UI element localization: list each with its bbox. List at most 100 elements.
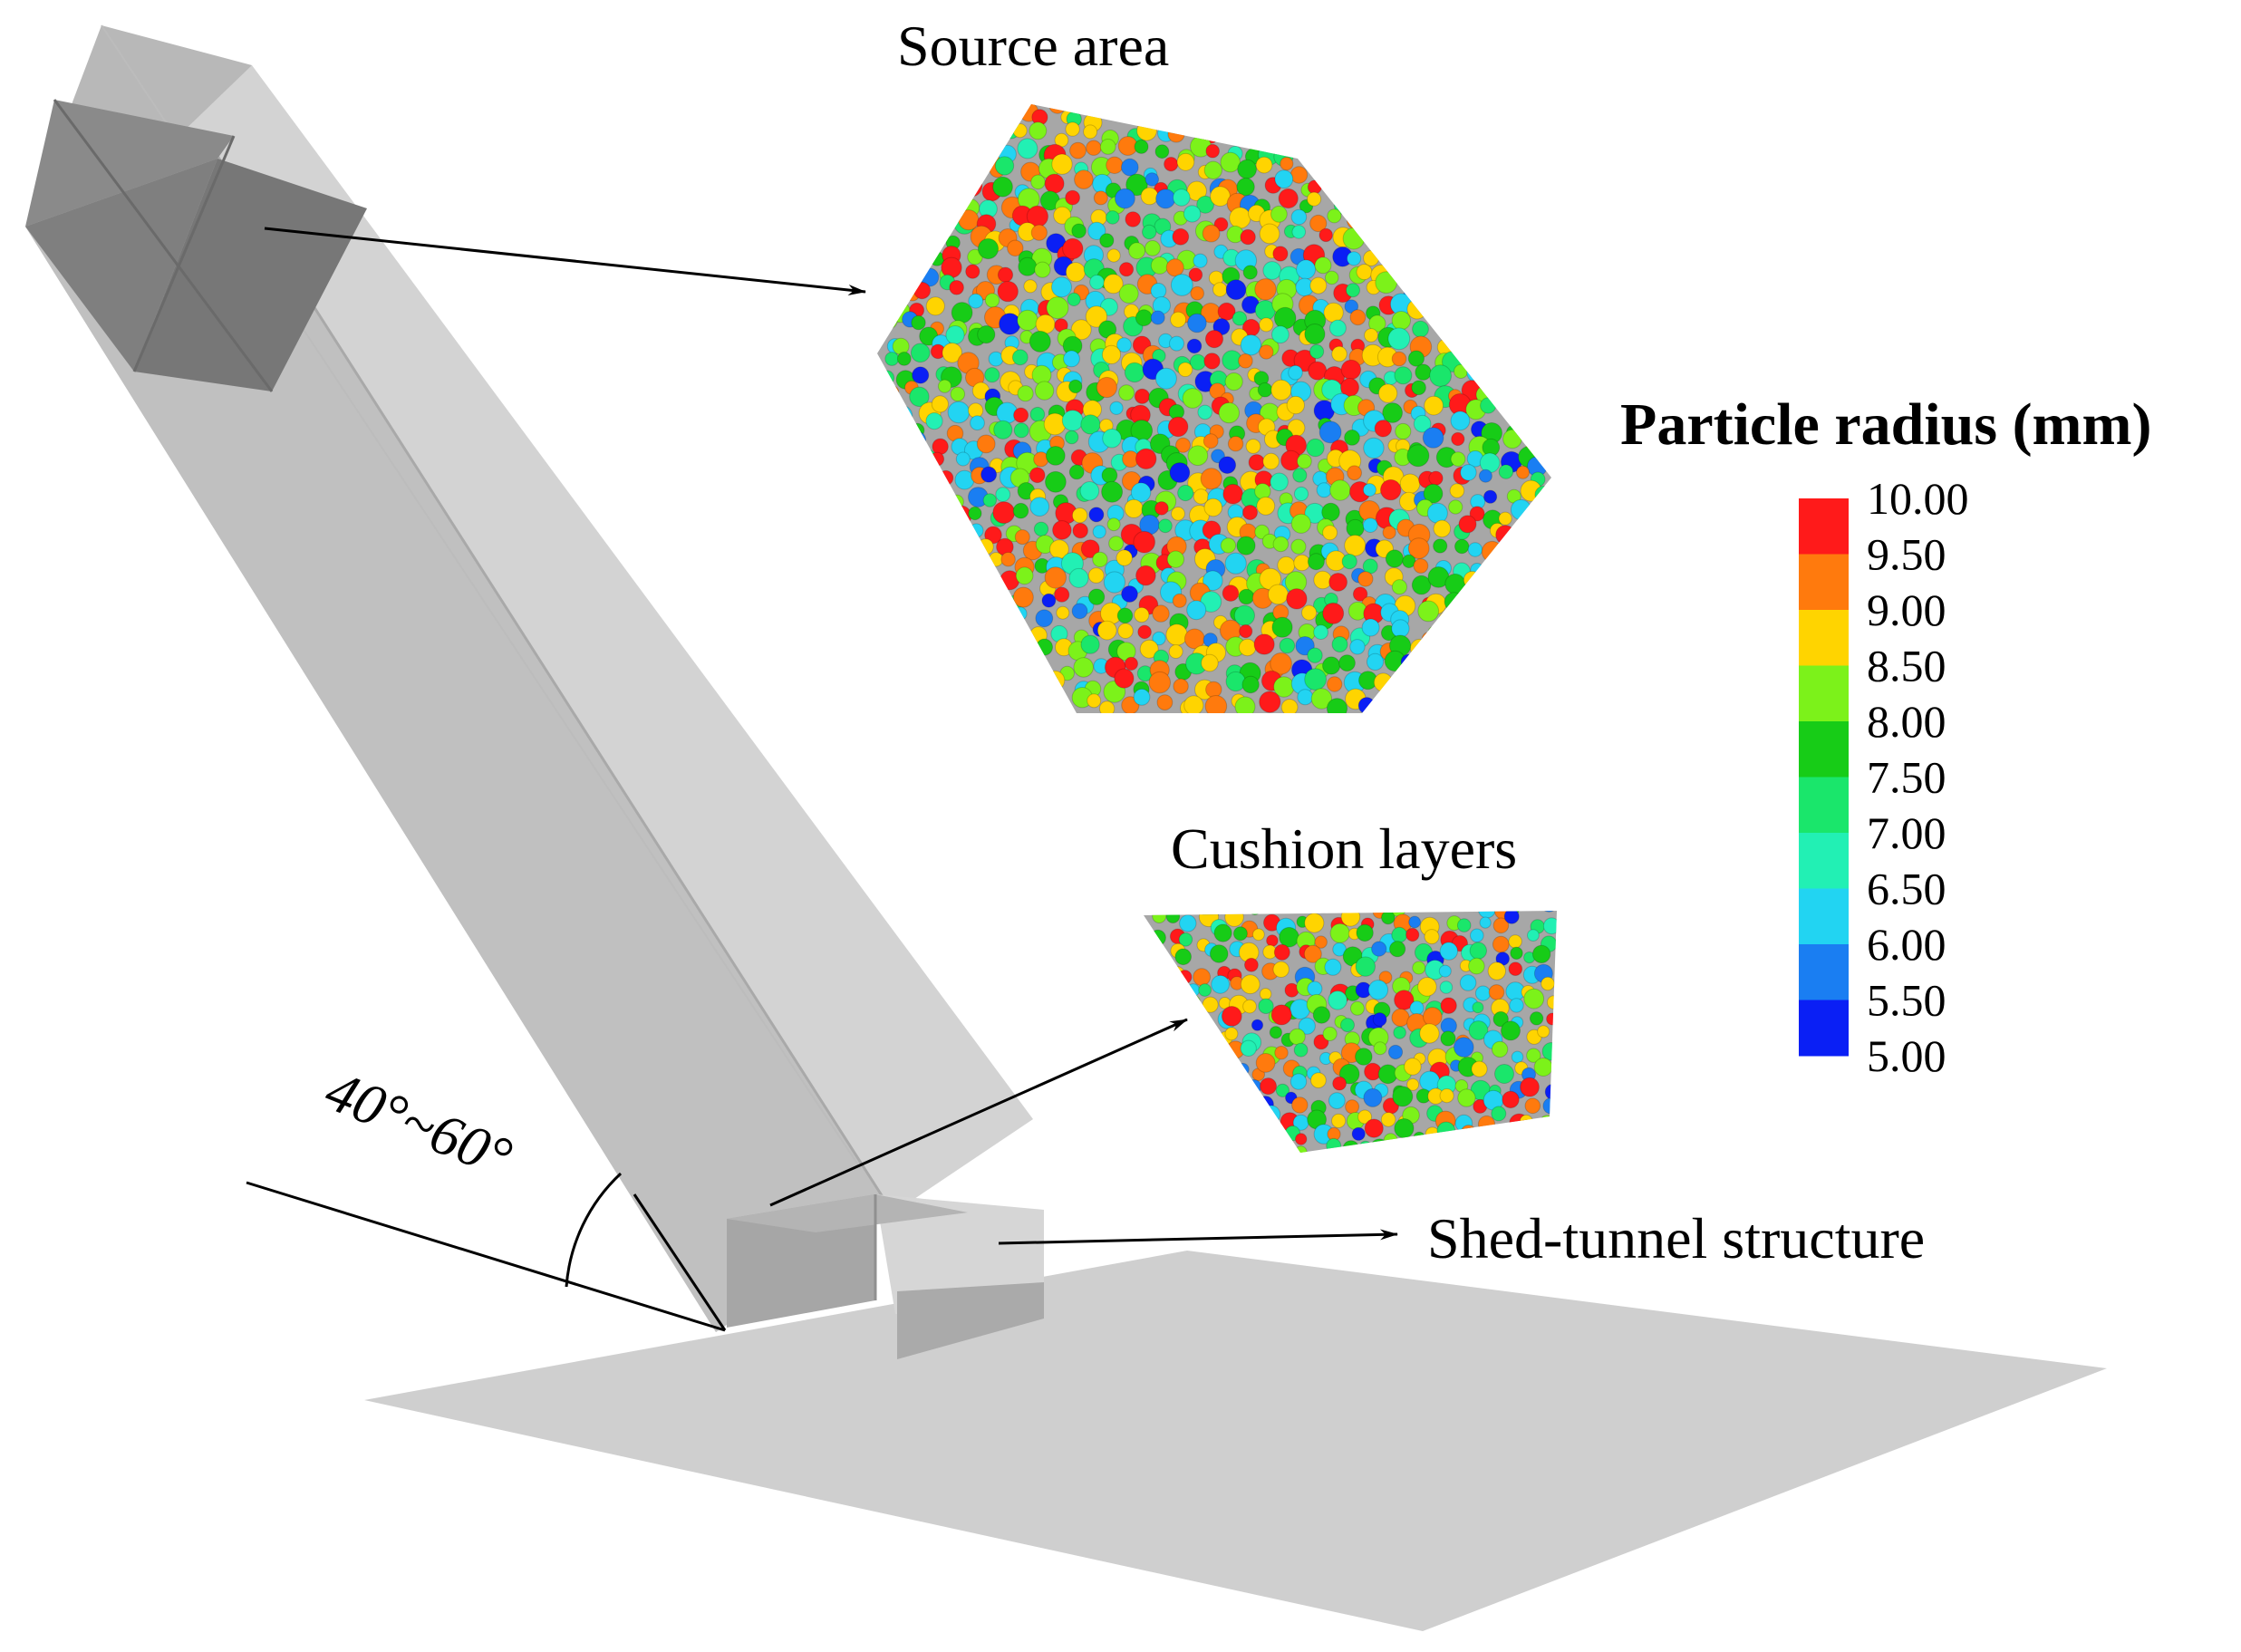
particle bbox=[1340, 1018, 1355, 1033]
particle bbox=[1478, 469, 1492, 483]
particle bbox=[1458, 515, 1477, 534]
particle bbox=[879, 418, 895, 435]
particle bbox=[1472, 106, 1488, 123]
source-area-label: Source area bbox=[897, 14, 1169, 78]
particle bbox=[1065, 189, 1080, 206]
particle bbox=[1391, 104, 1408, 106]
particle bbox=[986, 601, 1009, 623]
particle bbox=[1071, 603, 1088, 620]
particle bbox=[1227, 436, 1244, 452]
particle bbox=[1515, 662, 1530, 678]
particle bbox=[966, 545, 986, 564]
particle bbox=[877, 108, 880, 123]
particle bbox=[1417, 977, 1437, 997]
particle bbox=[1544, 1083, 1557, 1101]
particle bbox=[1202, 996, 1219, 1013]
particle bbox=[1273, 126, 1295, 148]
particle bbox=[1195, 1077, 1209, 1089]
particle bbox=[1052, 520, 1072, 540]
particle bbox=[1485, 603, 1508, 624]
particle bbox=[1156, 694, 1174, 710]
particle bbox=[955, 451, 971, 467]
particle bbox=[1134, 606, 1150, 623]
particle bbox=[884, 449, 903, 467]
particle bbox=[920, 163, 935, 179]
particle bbox=[1474, 1132, 1487, 1145]
particle bbox=[1286, 588, 1308, 610]
particle bbox=[877, 695, 893, 713]
particle bbox=[997, 631, 1016, 650]
particle bbox=[1477, 106, 1494, 123]
particle bbox=[1430, 285, 1450, 304]
particle bbox=[1521, 671, 1541, 690]
particle bbox=[1203, 353, 1221, 370]
particle bbox=[877, 629, 883, 643]
particle bbox=[1033, 665, 1049, 681]
particle bbox=[1489, 162, 1503, 178]
particle bbox=[1080, 634, 1100, 654]
particle bbox=[1518, 157, 1541, 180]
inclined-chute bbox=[25, 24, 1033, 1332]
particle bbox=[942, 673, 963, 695]
particle bbox=[991, 643, 1014, 666]
particle bbox=[958, 104, 981, 111]
particle bbox=[895, 266, 917, 288]
legend-tick-labels: 10.009.509.008.508.007.507.006.506.005.5… bbox=[1867, 473, 1969, 1081]
particle bbox=[1470, 928, 1484, 943]
particle bbox=[1484, 372, 1501, 387]
particle bbox=[960, 174, 983, 198]
particle bbox=[899, 104, 916, 107]
particle bbox=[910, 343, 931, 363]
particle bbox=[1241, 675, 1260, 694]
particle bbox=[930, 451, 945, 467]
particle bbox=[1194, 104, 1215, 115]
particle bbox=[1164, 157, 1179, 172]
particle bbox=[1115, 188, 1135, 209]
particle bbox=[1492, 1010, 1509, 1028]
particle bbox=[1011, 672, 1034, 695]
particle bbox=[1167, 125, 1185, 143]
particle bbox=[1034, 261, 1051, 278]
particle bbox=[950, 386, 966, 402]
particle bbox=[881, 196, 900, 216]
particle bbox=[1307, 553, 1325, 571]
particle bbox=[1491, 1040, 1509, 1058]
particle bbox=[1326, 698, 1348, 713]
particle bbox=[1476, 173, 1497, 195]
particle bbox=[1476, 222, 1498, 245]
particle bbox=[1101, 480, 1124, 503]
particle bbox=[1423, 483, 1444, 504]
particle bbox=[1420, 696, 1436, 713]
particle bbox=[1478, 620, 1497, 639]
particle bbox=[1242, 999, 1257, 1014]
particle bbox=[1041, 593, 1057, 608]
particle bbox=[1514, 333, 1531, 350]
particle bbox=[877, 138, 889, 159]
particle bbox=[1212, 282, 1228, 297]
particle bbox=[1509, 998, 1524, 1013]
particle bbox=[1494, 596, 1511, 613]
particle bbox=[877, 611, 899, 633]
particle bbox=[1135, 309, 1153, 327]
particle bbox=[1271, 325, 1290, 344]
particle bbox=[1396, 681, 1412, 698]
particle bbox=[1396, 250, 1418, 273]
particle bbox=[1151, 104, 1172, 107]
particle bbox=[967, 662, 988, 684]
particle bbox=[1524, 195, 1541, 212]
particle bbox=[1382, 526, 1396, 540]
particle bbox=[1515, 91, 1528, 103]
particle bbox=[1346, 283, 1360, 298]
particle bbox=[1397, 700, 1414, 713]
particle bbox=[1125, 998, 1142, 1014]
particle bbox=[1407, 350, 1425, 367]
particle bbox=[1357, 697, 1376, 713]
particle bbox=[908, 503, 931, 525]
particle bbox=[944, 571, 964, 591]
particle bbox=[1046, 296, 1069, 320]
particle bbox=[1145, 1055, 1160, 1071]
particle bbox=[1065, 262, 1087, 283]
particle bbox=[1395, 422, 1412, 440]
particle bbox=[1116, 607, 1134, 624]
particle bbox=[908, 548, 929, 569]
